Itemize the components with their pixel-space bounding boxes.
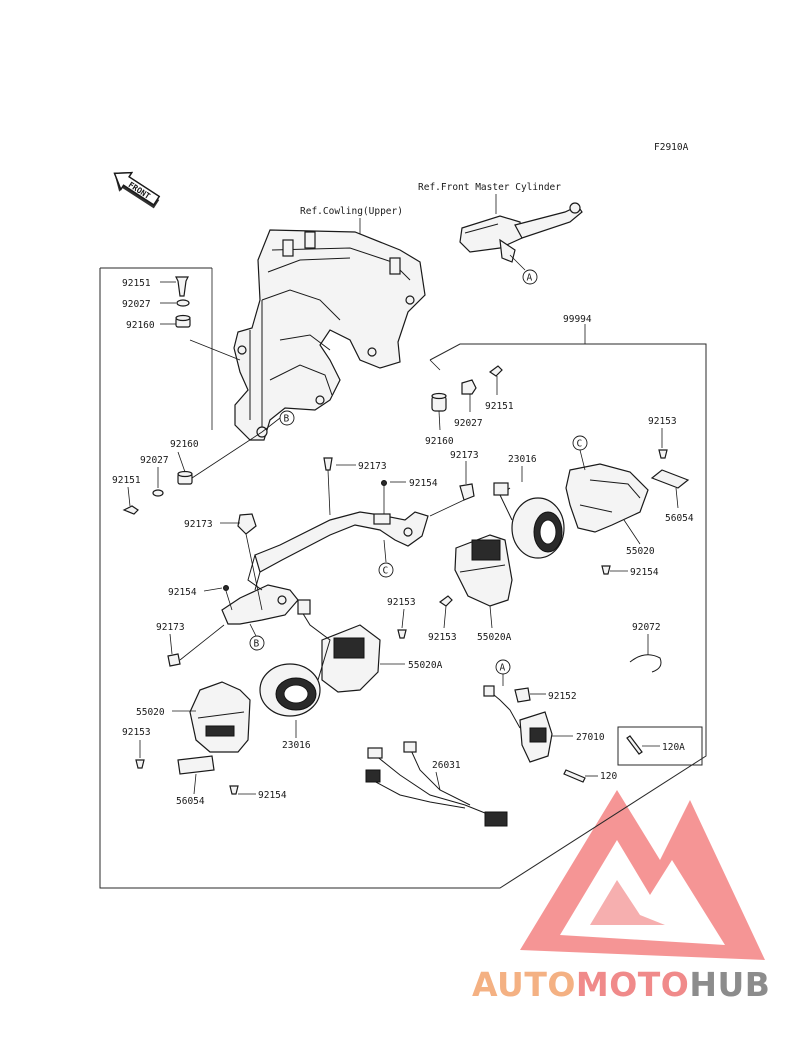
label-92153-r: 92153 bbox=[648, 416, 677, 427]
svg-text:B: B bbox=[254, 639, 260, 650]
hardware-stack-left bbox=[122, 470, 193, 515]
label-92160-tl: 92160 bbox=[126, 320, 155, 331]
svg-text:A: A bbox=[500, 663, 506, 674]
label-92154-bl: 92154 bbox=[258, 790, 287, 801]
label-92160-l: 92160 bbox=[170, 439, 199, 450]
hardware-stack-top-left bbox=[175, 276, 191, 328]
ref-cowling-label: Ref.Cowling(Upper) bbox=[300, 206, 403, 217]
label-92173-c: 92173 bbox=[358, 461, 387, 472]
mounting-bar bbox=[167, 457, 475, 667]
label-92152: 92152 bbox=[548, 691, 577, 702]
label-120: 120 bbox=[600, 771, 617, 782]
callout-a-lower: A bbox=[495, 659, 511, 675]
label-56054-l: 56054 bbox=[176, 796, 205, 807]
label-92027-l: 92027 bbox=[140, 455, 169, 466]
label-92027-r: 92027 bbox=[454, 418, 483, 429]
front-arrow-icon: FRONT bbox=[113, 171, 161, 209]
label-92151-r: 92151 bbox=[485, 401, 514, 412]
label-23016-r: 23016 bbox=[508, 454, 537, 465]
label-55020-l: 55020 bbox=[136, 707, 165, 718]
label-92151-l: 92151 bbox=[112, 475, 141, 486]
label-26031: 26031 bbox=[432, 760, 461, 771]
label-56054-r: 56054 bbox=[665, 513, 694, 524]
label-92154-r: 92154 bbox=[630, 567, 659, 578]
label-27010: 27010 bbox=[576, 732, 605, 743]
ref-master-cylinder-label: Ref.Front Master Cylinder bbox=[418, 182, 561, 193]
cable-clip bbox=[629, 654, 662, 673]
label-120A: 120A bbox=[662, 742, 685, 753]
label-55020-r: 55020 bbox=[626, 546, 655, 557]
diagram-code: F2910A bbox=[654, 142, 689, 153]
label-92027-tl: 92027 bbox=[122, 299, 151, 310]
label-92173-bl: 92173 bbox=[156, 622, 185, 633]
watermark-wordmark: AUTOMOTOHUB bbox=[472, 965, 770, 1004]
kit-frame-99994 bbox=[99, 267, 707, 889]
watermark-part1: AUTO bbox=[472, 965, 576, 1004]
reflector-strip-left bbox=[177, 755, 215, 775]
watermark-part2: MOTO bbox=[575, 965, 690, 1004]
svg-text:C: C bbox=[383, 566, 389, 577]
label-92153-m: 92153 bbox=[387, 597, 416, 608]
screw-120 bbox=[563, 769, 586, 783]
label-92153-rm: 92153 bbox=[428, 632, 457, 643]
callout-b-lower: B bbox=[249, 635, 265, 651]
right-lamp-assembly bbox=[454, 463, 649, 607]
box-120A bbox=[617, 726, 703, 766]
left-lamp-assembly bbox=[189, 599, 381, 753]
label-92173-cr: 92173 bbox=[450, 450, 479, 461]
label-92154-c: 92154 bbox=[409, 478, 438, 489]
svg-text:A: A bbox=[527, 273, 533, 284]
wiring-harness bbox=[365, 741, 508, 827]
label-55020A-r: 55020A bbox=[477, 632, 512, 643]
svg-text:C: C bbox=[577, 439, 583, 450]
callout-c-mid: C bbox=[378, 562, 394, 578]
reflector-strip-right bbox=[650, 469, 690, 489]
label-92072: 92072 bbox=[632, 622, 661, 633]
label-99994: 99994 bbox=[563, 314, 592, 325]
label-92173-l: 92173 bbox=[184, 519, 213, 530]
watermark-logo-icon bbox=[520, 790, 765, 960]
label-23016-l: 23016 bbox=[282, 740, 311, 751]
callout-c-right: C bbox=[572, 435, 588, 451]
svg-text:B: B bbox=[284, 414, 290, 425]
switch-assembly bbox=[483, 685, 553, 763]
watermark-part3: HUB bbox=[689, 965, 771, 1004]
hardware-stack-right bbox=[431, 365, 503, 412]
master-cylinder bbox=[459, 202, 583, 263]
label-92154-l: 92154 bbox=[168, 587, 197, 598]
label-92160-r: 92160 bbox=[425, 436, 454, 447]
label-92153-l: 92153 bbox=[122, 727, 151, 738]
label-92151-tl: 92151 bbox=[122, 278, 151, 289]
frame-bracket bbox=[233, 229, 426, 441]
callout-a-top: A bbox=[522, 269, 538, 285]
callout-b-top: B bbox=[279, 410, 295, 426]
label-55020A-l: 55020A bbox=[408, 660, 443, 671]
